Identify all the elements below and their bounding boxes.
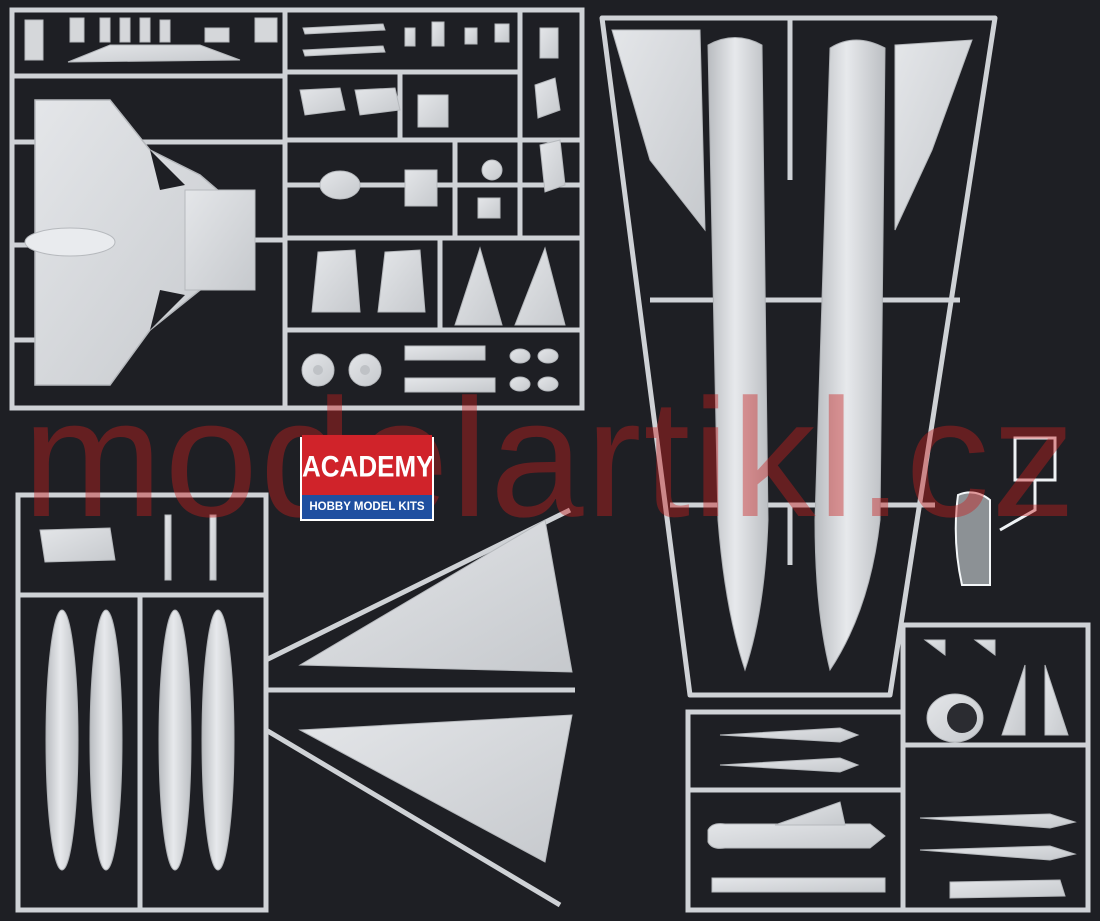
logo-tagline: HOBBY MODEL KITS bbox=[302, 495, 432, 519]
fuselage-half-right bbox=[814, 39, 973, 672]
wing-panel-parts bbox=[298, 519, 573, 863]
sprue-frame-bottom-left bbox=[15, 492, 575, 913]
small-parts-top-left bbox=[24, 17, 278, 61]
academy-logo: ACADEMY HOBBY MODEL KITS bbox=[300, 434, 434, 521]
sprue-frame-top-left bbox=[9, 7, 585, 411]
gear-door-parts bbox=[404, 345, 559, 393]
logo-brand: ACADEMY bbox=[302, 434, 433, 498]
intake-parts bbox=[311, 246, 566, 326]
tail-fin-parts bbox=[923, 639, 1069, 736]
drop-tank-parts bbox=[45, 609, 235, 871]
clear-canopy-part bbox=[954, 436, 1057, 586]
wheel-parts bbox=[301, 353, 382, 387]
sprue-frame-fuselage bbox=[599, 15, 998, 698]
canopy-rail-part bbox=[67, 44, 241, 63]
sprue-frame-bottom-right bbox=[685, 622, 1091, 913]
missile-parts bbox=[707, 727, 1077, 899]
exhaust-nozzle-part bbox=[926, 693, 984, 743]
fuselage-half-left bbox=[611, 29, 769, 672]
seat-and-cockpit-parts bbox=[299, 21, 566, 219]
pylon-parts bbox=[39, 514, 217, 581]
delta-wing-part bbox=[24, 99, 256, 386]
